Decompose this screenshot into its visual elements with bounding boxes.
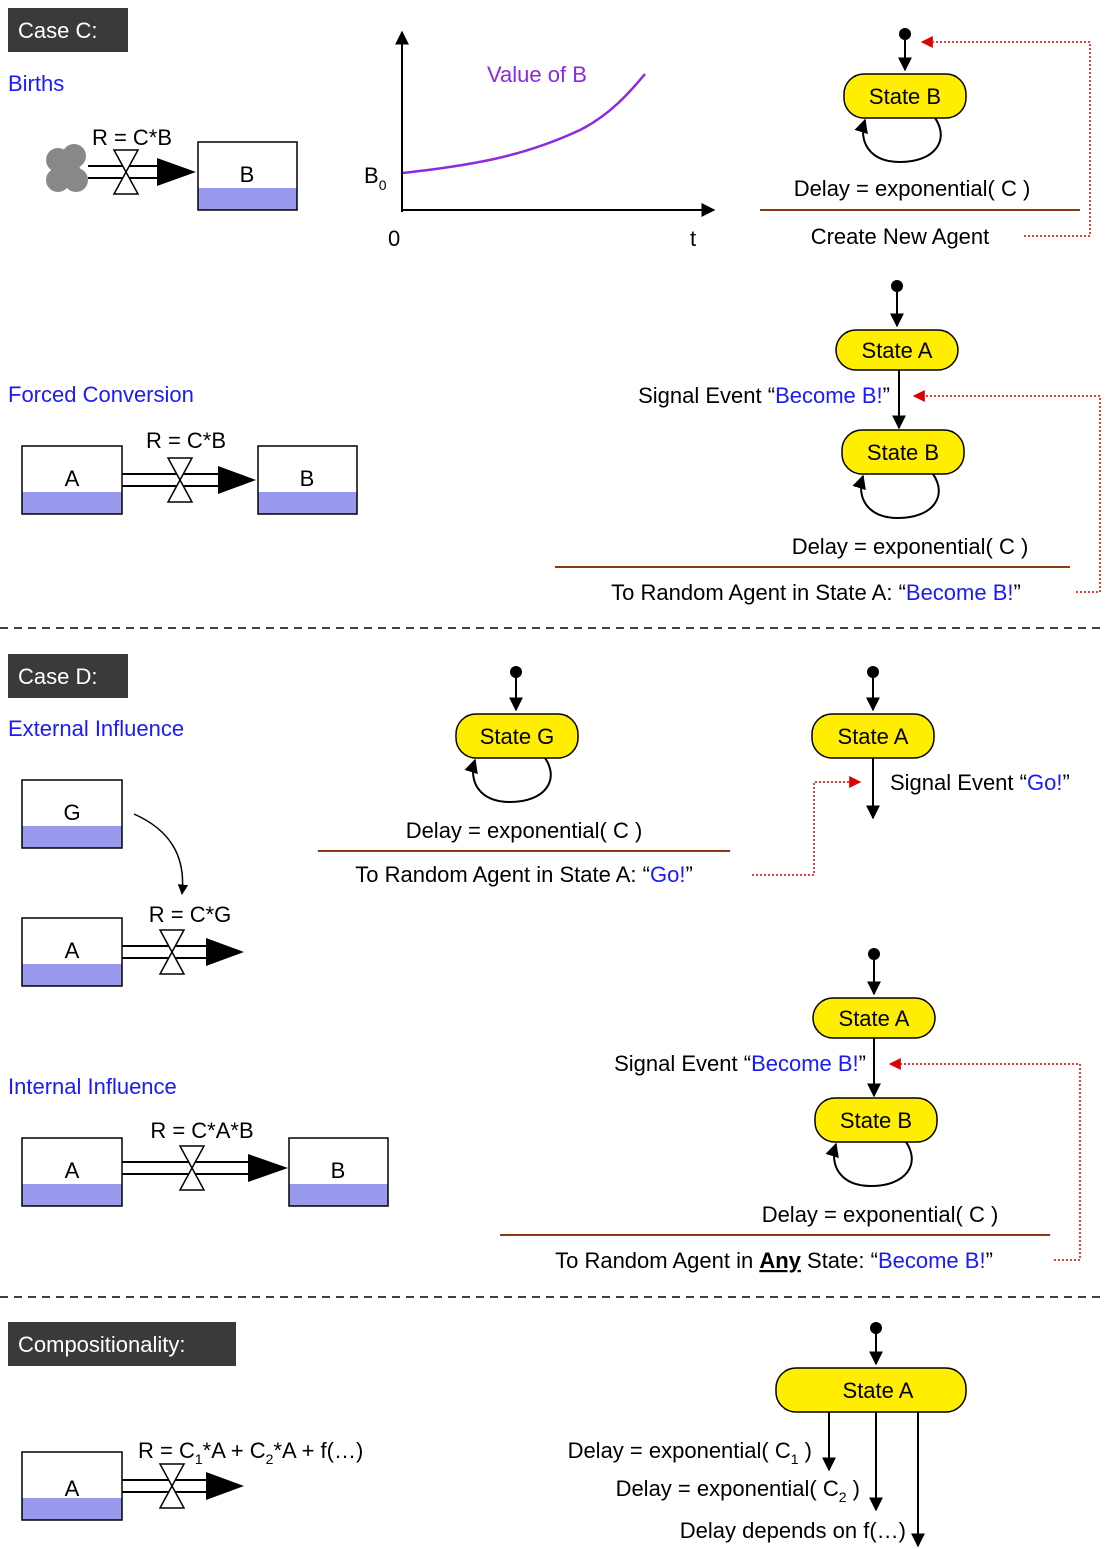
case-c-header-bg — [8, 8, 128, 52]
forced-flow-pipe — [122, 466, 256, 494]
external-g-initial-dot — [510, 666, 522, 678]
cloud-source-icon — [46, 144, 88, 192]
graph-x-end: t — [690, 226, 696, 251]
forced-self-loop — [852, 473, 940, 520]
composition-delay-1: Delay = exponential( C1 ) — [568, 1438, 812, 1467]
case-c-header: Case C: — [18, 18, 97, 43]
forced-feedback-link — [912, 390, 1101, 593]
composition-header-bg — [8, 1322, 236, 1366]
births-title: Births — [8, 71, 64, 96]
births-stock-b — [197, 141, 298, 211]
composition-initial-dot — [870, 1322, 882, 1334]
births-action: Create New Agent — [811, 224, 990, 249]
forced-state-a — [835, 329, 959, 371]
external-delay: Delay = exponential( C ) — [406, 818, 643, 843]
internal-stock-a-label: A — [65, 1158, 80, 1183]
births-feedback-link — [920, 36, 1091, 237]
internal-state-b — [814, 1097, 938, 1143]
forced-stock-b — [257, 445, 358, 515]
external-action: To Random Agent in State A: “Go!” — [355, 862, 693, 887]
composition-delay-2: Delay = exponential( C2 ) — [616, 1476, 860, 1505]
composition-valve-icon — [158, 1463, 186, 1509]
composition-state-label: State A — [843, 1378, 914, 1403]
external-flow-pipe — [122, 938, 244, 966]
composition-state-a — [775, 1367, 967, 1413]
external-influence-arrow — [133, 813, 189, 896]
composition-rate: R = C1*A + C2*A + f(…) — [138, 1438, 363, 1467]
forced-stock-b-label: B — [300, 466, 315, 491]
internal-stock-b — [288, 1137, 389, 1207]
composition-header: Compositionality: — [18, 1332, 186, 1357]
graph-y-origin: B0 — [364, 163, 387, 193]
forced-delay: Delay = exponential( C ) — [792, 534, 1029, 559]
composition-stock-label: A — [65, 1476, 80, 1501]
forced-rate: R = C*B — [146, 428, 226, 453]
forced-stock-a — [21, 445, 123, 515]
internal-stock-a — [21, 1137, 123, 1207]
external-stock-a — [21, 917, 123, 987]
internal-signal: Signal Event “Become B!” — [614, 1051, 866, 1076]
forced-state-b-label: State B — [867, 440, 939, 465]
births-stock-label: B — [240, 162, 255, 187]
births-state-b — [843, 73, 967, 119]
internal-stock-b-label: B — [331, 1158, 346, 1183]
external-title: External Influence — [8, 716, 184, 741]
external-stock-g — [21, 779, 123, 849]
forced-initial-dot — [891, 280, 903, 292]
internal-initial-dot — [868, 948, 880, 960]
forced-valve-icon — [166, 457, 194, 503]
external-state-g-label: State G — [480, 724, 555, 749]
external-rate: R = C*G — [149, 902, 232, 927]
internal-action: To Random Agent in Any State: “Become B!… — [555, 1248, 993, 1273]
internal-state-b-label: State B — [840, 1108, 912, 1133]
case-d-header-bg — [8, 654, 128, 698]
forced-stock-a-label: A — [65, 466, 80, 491]
graph-series-label: Value of B — [487, 62, 587, 87]
births-state-label: State B — [869, 84, 941, 109]
internal-valve-icon — [178, 1145, 206, 1191]
births-valve-icon — [112, 149, 140, 195]
forced-title: Forced Conversion — [8, 382, 194, 407]
external-valve-icon — [158, 929, 186, 975]
births-rate: R = C*B — [92, 125, 172, 150]
births-self-loop — [854, 117, 942, 164]
external-g-self-loop — [464, 757, 552, 804]
forced-action: To Random Agent in State A: “Become B!” — [611, 580, 1021, 605]
internal-feedback-link — [888, 1058, 1081, 1261]
births-delay: Delay = exponential( C ) — [794, 176, 1031, 201]
external-stock-a-label: A — [65, 938, 80, 963]
external-signal: Signal Event “Go!” — [890, 770, 1070, 795]
internal-self-loop — [825, 1141, 913, 1188]
composition-delay-3: Delay depends on f(…) — [680, 1518, 906, 1543]
internal-title: Internal Influence — [8, 1074, 177, 1099]
births-flow-pipe — [88, 158, 196, 186]
value-of-b-curve — [402, 73, 646, 175]
internal-flow-pipe — [122, 1154, 288, 1182]
forced-state-a-label: State A — [862, 338, 933, 363]
internal-rate: R = C*A*B — [150, 1118, 253, 1143]
internal-state-a-label: State A — [839, 1006, 910, 1031]
external-stock-g-label: G — [63, 800, 80, 825]
composition-stock-a — [21, 1451, 123, 1521]
births-initial-dot — [899, 28, 911, 40]
graph-x-origin: 0 — [388, 226, 400, 251]
external-go-link — [752, 776, 862, 876]
case-d-header: Case D: — [18, 664, 97, 689]
forced-state-b — [841, 429, 965, 475]
forced-signal: Signal Event “Become B!” — [638, 383, 890, 408]
external-state-g — [455, 713, 579, 759]
external-a-initial-dot — [867, 666, 879, 678]
composition-flow-pipe — [122, 1472, 244, 1500]
external-state-a-label: State A — [838, 724, 909, 749]
internal-delay: Delay = exponential( C ) — [762, 1202, 999, 1227]
